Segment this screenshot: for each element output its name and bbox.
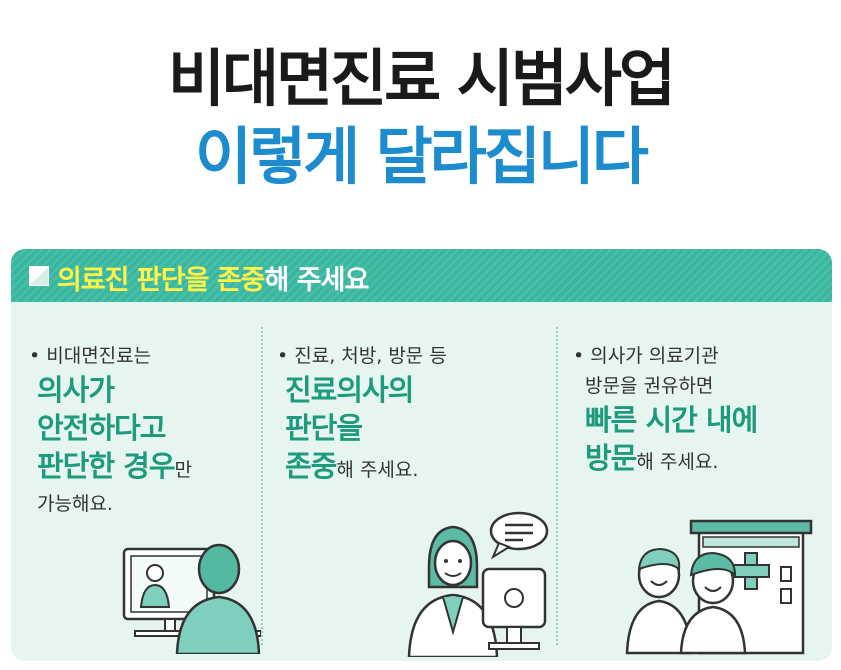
column-1-big-2: 안전하다고 bbox=[37, 411, 166, 445]
column-2: • 진료, 처방, 방문 등 진료의사의 판단을 존중해 주세요. bbox=[277, 341, 447, 489]
column-divider-1 bbox=[261, 327, 263, 645]
banner-highlight: 의료진 판단을 존중 bbox=[57, 265, 266, 296]
column-2-suffix: 해 주세요. bbox=[336, 459, 419, 481]
monitor-patient-icon bbox=[122, 543, 261, 654]
column-1: • 비대면진료는 의사가 안전하다고 판단한 경우만 가능해요. bbox=[29, 341, 192, 519]
column-1-lead: • 비대면진료는 bbox=[29, 345, 152, 367]
banner-title: 의료진 판단을 존중해 주세요 bbox=[57, 258, 370, 297]
column-2-big-1: 진료의사의 bbox=[285, 373, 414, 407]
page-title-line2: 이렇게 달라집니다 bbox=[195, 120, 649, 193]
column-1-big-1: 의사가 bbox=[37, 373, 115, 407]
doctor-computer-icon bbox=[407, 511, 549, 657]
page-title-line1: 비대면진료 시범사업 bbox=[168, 42, 676, 115]
column-2-big-2: 판단을 bbox=[285, 411, 363, 445]
column-3-big-1: 빠른 시간 내에 bbox=[585, 403, 758, 437]
column-3: • 의사가 의료기관 방문을 권유하면 빠른 시간 내에 방문해 주세요. bbox=[573, 341, 758, 481]
info-panel: 의료진 판단을 존중해 주세요 • 비대면진료는 의사가 안전하다고 판단한 경… bbox=[11, 249, 832, 661]
banner-rest: 해 주세요 bbox=[264, 265, 370, 296]
column-1-big-3: 판단한 경우 bbox=[37, 449, 175, 483]
column-3-lead: • 의사가 의료기관 bbox=[573, 345, 719, 367]
column-3-big-2: 방문 bbox=[585, 441, 637, 475]
column-2-big-3: 존중 bbox=[285, 449, 337, 483]
column-1-tail: 가능해요. bbox=[37, 493, 113, 515]
hospital-family-icon bbox=[625, 519, 813, 655]
banner-square-icon bbox=[29, 266, 49, 286]
column-1-suffix: 만 bbox=[174, 459, 192, 481]
column-3-suffix: 해 주세요. bbox=[636, 451, 719, 473]
column-3-lead2: 방문을 권유하면 bbox=[585, 375, 714, 397]
column-divider-2 bbox=[556, 327, 558, 645]
column-2-lead: • 진료, 처방, 방문 등 bbox=[277, 345, 447, 367]
section-banner: 의료진 판단을 존중해 주세요 bbox=[11, 249, 832, 302]
